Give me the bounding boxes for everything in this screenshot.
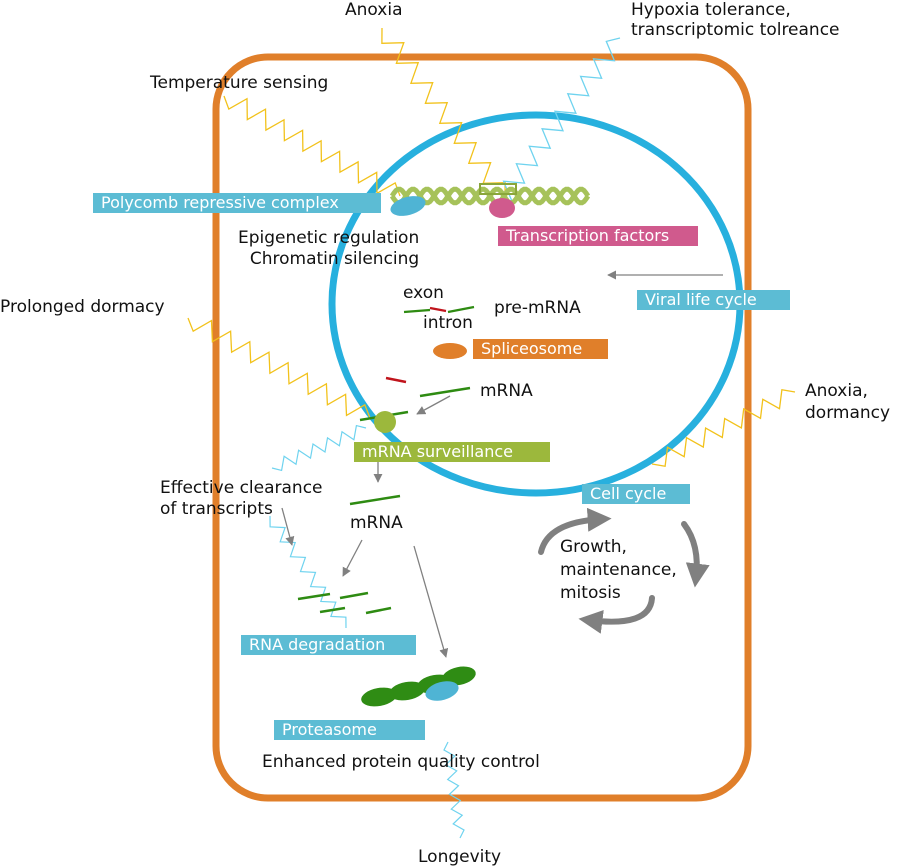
dormancy-signal: [187, 317, 371, 419]
anoxia-dormancy-label: Anoxia, dormancy: [805, 381, 891, 423]
cell-membrane: [212, 53, 752, 802]
spliceosome-icon: [433, 343, 467, 359]
longevity-label: Longevity: [418, 847, 502, 867]
hypoxia-signal: [497, 37, 621, 205]
degraded-rna-fragments-icon: [297, 591, 392, 615]
longevity-signal: [443, 741, 465, 839]
intron-label: intron: [423, 313, 473, 333]
polycomb-protein-icon: [390, 196, 426, 216]
pathway-arrows: [281, 270, 723, 658]
temperature-signal: [223, 95, 401, 197]
transcription-factor-icon: [489, 198, 515, 218]
rna-degradation-box: RNA degradation: [241, 635, 416, 655]
anoxia-label: Anoxia: [345, 0, 403, 20]
growth-maintenance-label: Growth, maintenance, mitosis: [560, 537, 677, 603]
spliceosome-box: Spliceosome: [473, 339, 608, 359]
hypoxia-tolerance-label: Hypoxia tolerance, transcriptomic tolrea…: [631, 0, 840, 40]
proteasome-box: Proteasome: [274, 720, 425, 740]
surveillance-protein-icon: [374, 411, 396, 433]
pre-mrna-icon: [403, 305, 475, 314]
mrna-cytoplasm-label: mRNA: [350, 513, 403, 533]
exon-label: exon: [403, 283, 444, 303]
cell-cycle-arrows-icon: [538, 507, 710, 634]
mrna-strand-icon: [419, 386, 471, 398]
transcription-factors-box: Transcription factors: [498, 226, 698, 246]
epigenetic-regulation-label: Epigenetic regulation Chromatin silencin…: [238, 228, 420, 269]
temperature-sensing-label: Temperature sensing: [150, 73, 329, 93]
cytoplasm-mrna-strand-icon: [349, 494, 401, 506]
mrna-nucleus-label: mRNA: [480, 381, 533, 401]
prolonged-dormancy-label: Prolonged dormacy: [0, 297, 165, 317]
mrna-surveillance-box: mRNA surveillance: [354, 442, 550, 462]
pre-mrna-label: pre-mRNA: [494, 298, 581, 318]
proteasome-icon: [361, 666, 476, 707]
viral-life-cycle-box: Viral life cycle: [637, 290, 790, 310]
cell-cycle-box: Cell cycle: [582, 484, 690, 504]
effective-clearance-label: Effective clearance of transcripts: [160, 478, 323, 519]
anoxia-signal: [381, 27, 506, 199]
protein-quality-control-label: Enhanced protein quality control: [262, 752, 540, 772]
excised-intron-icon: [385, 376, 407, 384]
anoxia-dormancy-signal: [651, 388, 796, 468]
polycomb-repressive-complex-box: Polycomb repressive complex: [93, 193, 381, 213]
